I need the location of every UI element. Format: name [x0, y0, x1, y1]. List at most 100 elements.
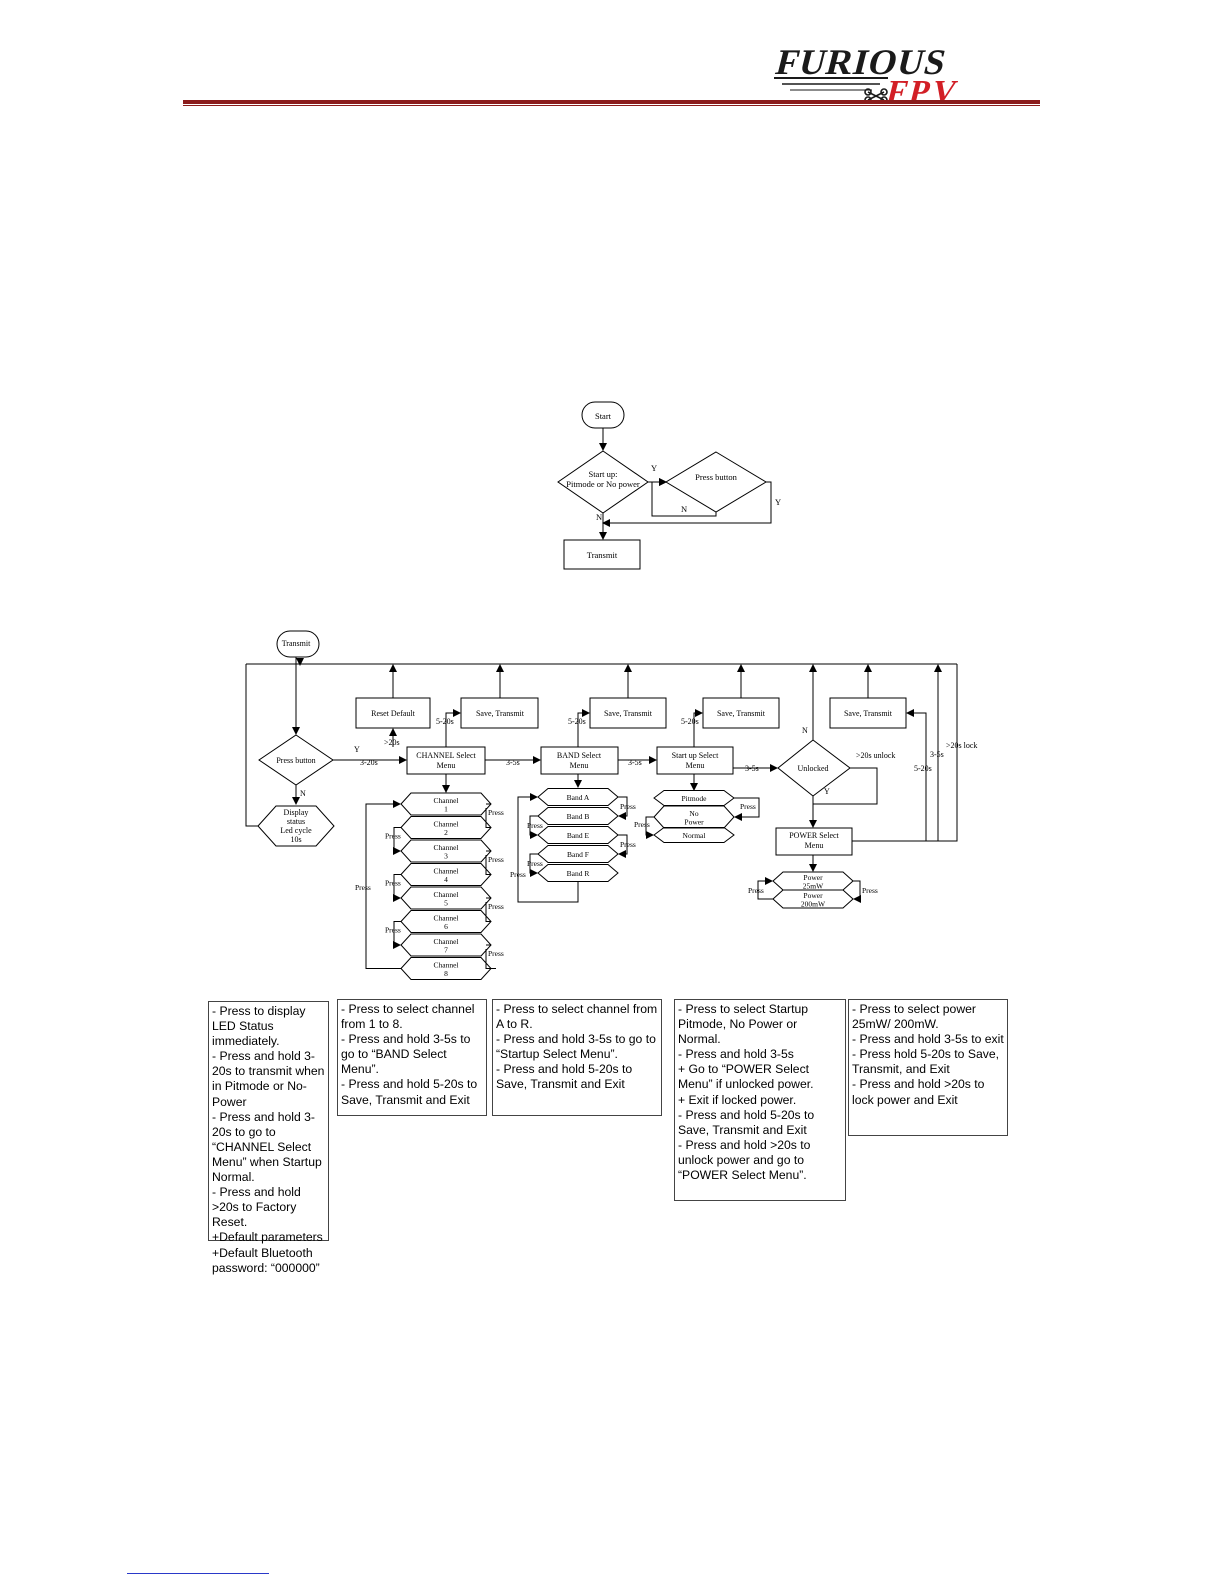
- band-hex-1-label: Band A: [567, 793, 590, 802]
- connector: [393, 827, 401, 855]
- channel-hex-6-label: 6: [444, 922, 448, 931]
- note-line: - Press and hold 5-20s to Save, Transmit…: [341, 1077, 478, 1107]
- svg-text:FURIOUS: FURIOUS: [772, 42, 951, 82]
- channel-hex-1-label: Channel: [434, 796, 459, 805]
- svg-text:5-20s: 5-20s: [436, 717, 454, 726]
- svg-text:Display: Display: [284, 808, 309, 817]
- press-label: Press: [488, 949, 504, 958]
- connector: [734, 797, 760, 821]
- note-line: - Press and hold 3-5s: [678, 1047, 794, 1062]
- svg-text:Press button: Press button: [276, 756, 315, 765]
- press-label: Press: [385, 832, 401, 841]
- connector: [485, 808, 491, 828]
- svg-text:Menu: Menu: [437, 761, 456, 770]
- svg-text:3-5s: 3-5s: [506, 758, 520, 767]
- svg-text:5-20s: 5-20s: [681, 717, 699, 726]
- connector: [529, 853, 538, 877]
- note-power: - Press to select power 25mW/ 200mW.- Pr…: [848, 999, 1008, 1136]
- note-line: - Press to display LED Status immediatel…: [212, 1004, 306, 1049]
- svg-text:CHANNEL Select: CHANNEL Select: [416, 751, 476, 760]
- band-hex-4-label: Band F: [567, 850, 589, 859]
- channel-hex-8-label: 8: [444, 969, 448, 978]
- connector: [853, 880, 861, 903]
- svg-text:Y: Y: [775, 497, 781, 507]
- channel-hex-3-label: 3: [444, 851, 448, 860]
- svg-text:Start: Start: [595, 411, 612, 421]
- note-line: - Press to select power 25mW/ 200mW.: [852, 1002, 976, 1032]
- svg-text:Save, Transmit: Save, Transmit: [604, 709, 653, 718]
- svg-text:Y: Y: [354, 745, 360, 754]
- svg-text:status: status: [287, 817, 305, 826]
- channel-hex-8-label: Channel: [434, 960, 459, 969]
- connector: [645, 816, 654, 839]
- svg-text:N: N: [681, 504, 687, 514]
- startup-hex-normal-label: Normal: [683, 831, 706, 840]
- flowchart-svg: Start Start up: Pitmode or No power Pres…: [245, 401, 977, 980]
- note-line: - Press and hold >20s to Factory Reset.: [212, 1185, 301, 1230]
- svg-text:5-20s: 5-20s: [914, 764, 932, 773]
- press-label: Press: [385, 926, 401, 935]
- note-line: - Press and hold 3-5s to go to “BAND Sel…: [341, 1032, 471, 1077]
- channel-hex-1-label: 1: [444, 804, 448, 813]
- svg-text:3-5s: 3-5s: [628, 758, 642, 767]
- svg-text:5-20s: 5-20s: [568, 717, 586, 726]
- startup-hex-nopower-label: Power: [684, 817, 704, 826]
- connector: [485, 949, 491, 969]
- press-label: Press: [355, 883, 371, 892]
- furious-fpv-logo: FURIOUS FPV: [760, 42, 1040, 110]
- channel-hex-4-label: 4: [444, 875, 448, 884]
- startup-select-menu: [656, 746, 734, 775]
- band-hex-2-label: Band B: [567, 812, 590, 821]
- logo-graphic: FURIOUS FPV: [772, 42, 963, 110]
- connector: [393, 874, 401, 902]
- note-line: - Press and hold 3-20s to transmit when …: [212, 1049, 325, 1109]
- press-label: Press: [385, 879, 401, 888]
- note-line: - Press hold 5-20s to Save, Transmit, an…: [852, 1047, 999, 1077]
- channel-hex-2-label: Channel: [434, 819, 459, 828]
- svg-text:>20s unlock: >20s unlock: [856, 751, 895, 760]
- footer-link-underline[interactable]: [127, 1573, 269, 1574]
- band-hex-5-label: Band R: [567, 869, 590, 878]
- note-line: + Exit if locked power.: [678, 1092, 797, 1107]
- press-label: Press: [862, 886, 878, 895]
- transmit-box-1: [563, 539, 641, 570]
- svg-text:Menu: Menu: [805, 841, 824, 850]
- svg-text:Led cycle: Led cycle: [280, 826, 312, 835]
- svg-text:Press button: Press button: [695, 472, 738, 482]
- note-line: - Press and hold 5-20s to Save, Transmit…: [496, 1062, 633, 1092]
- display-status-hex: [257, 805, 335, 847]
- press-label: Press: [748, 886, 764, 895]
- note-line: - Press and hold >20s to lock power and …: [852, 1077, 985, 1107]
- svg-text:Menu: Menu: [570, 761, 589, 770]
- channel-hex-6-label: Channel: [434, 913, 459, 922]
- svg-text:3-20s: 3-20s: [360, 758, 378, 767]
- connector: [485, 855, 491, 875]
- power-hex-25mw-label: 25mW: [803, 881, 824, 890]
- connector: [618, 834, 628, 858]
- note-line: +Default parameters: [212, 1230, 323, 1245]
- svg-text:Save, Transmit: Save, Transmit: [717, 709, 766, 718]
- note-band: - Press to select channel from A to R.- …: [492, 999, 662, 1116]
- note-line: - Press and hold 3-5s to exit: [852, 1032, 1004, 1047]
- startup-hex-normal: [653, 827, 735, 843]
- connector: [618, 796, 628, 820]
- svg-text:>20s: >20s: [384, 738, 400, 747]
- note-channel: - Press to select channel from 1 to 8.- …: [337, 999, 487, 1116]
- svg-text:3-5s: 3-5s: [745, 764, 759, 773]
- note-line: - Press and hold 3-20s to go to “CHANNEL…: [212, 1109, 322, 1185]
- connector: [393, 921, 401, 949]
- press-button-decision: [665, 451, 767, 513]
- svg-text:N: N: [802, 726, 808, 735]
- svg-text:Start up:: Start up:: [588, 469, 617, 479]
- startup-hex-pitmode-label: Pitmode: [681, 794, 707, 803]
- note-line: +Default Bluetooth password: “000000”: [212, 1245, 320, 1275]
- svg-text:N: N: [596, 512, 602, 522]
- connector: [517, 793, 579, 903]
- svg-text:Reset Default: Reset Default: [371, 709, 416, 718]
- svg-text:Unlocked: Unlocked: [797, 764, 828, 773]
- svg-text:BAND Select: BAND Select: [557, 751, 602, 760]
- svg-text:10s: 10s: [290, 835, 301, 844]
- band-hex-3-label: Band E: [567, 831, 590, 840]
- band-hex-5: [537, 864, 619, 882]
